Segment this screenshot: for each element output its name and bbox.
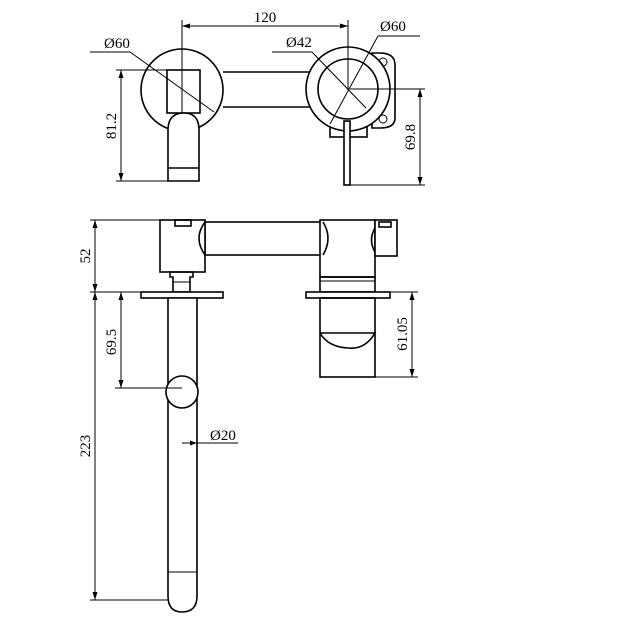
dim-spout-height: 81.2 bbox=[104, 113, 120, 139]
handle-cylinder bbox=[319, 297, 376, 378]
handle-cylinder-curve bbox=[319, 332, 377, 350]
dim-left-plate-dia: Ø60 bbox=[104, 36, 130, 52]
dim-handle-projection: 61.05 bbox=[395, 317, 411, 351]
spout-joint bbox=[165, 375, 199, 409]
left-wall-plate bbox=[140, 291, 224, 299]
dim-right-plate-dia: Ø60 bbox=[380, 19, 406, 35]
handle-lever bbox=[343, 120, 351, 186]
dim-spacing: 120 bbox=[254, 10, 277, 26]
lever-front bbox=[374, 219, 398, 257]
dimensions-top: 120 Ø60 Ø42 Ø60 81.2 69.8 bbox=[90, 10, 425, 186]
handle-body-front bbox=[319, 219, 376, 278]
ear-hole bbox=[378, 114, 388, 124]
spout-pipe bbox=[167, 297, 198, 613]
dim-spout-drop: 69.5 bbox=[104, 329, 120, 355]
top-view: 120 Ø60 Ø42 Ø60 81.2 69.8 bbox=[90, 10, 425, 186]
handle-body-curve bbox=[322, 221, 329, 256]
dimensions-front: 52 69.5 223 Ø20 61.05 bbox=[78, 219, 418, 601]
spout-body-curve bbox=[198, 221, 206, 256]
dim-spout-length: 223 bbox=[78, 435, 94, 458]
connecting-tube bbox=[204, 221, 324, 256]
spout-top bbox=[167, 112, 200, 182]
right-wall-plate bbox=[305, 291, 391, 299]
dim-body-depth: 52 bbox=[78, 249, 94, 264]
spout-body-front bbox=[159, 219, 206, 273]
lever-pin bbox=[378, 221, 392, 228]
front-view: 52 69.5 223 Ø20 61.05 bbox=[78, 219, 418, 613]
dim-spout-dia: Ø20 bbox=[210, 428, 236, 444]
spout-slot bbox=[174, 219, 192, 227]
dim-handle-dia: Ø42 bbox=[286, 35, 312, 51]
handle-collar bbox=[319, 276, 376, 293]
dim-handle-height: 69.8 bbox=[403, 124, 419, 150]
lever-curve bbox=[370, 227, 376, 253]
